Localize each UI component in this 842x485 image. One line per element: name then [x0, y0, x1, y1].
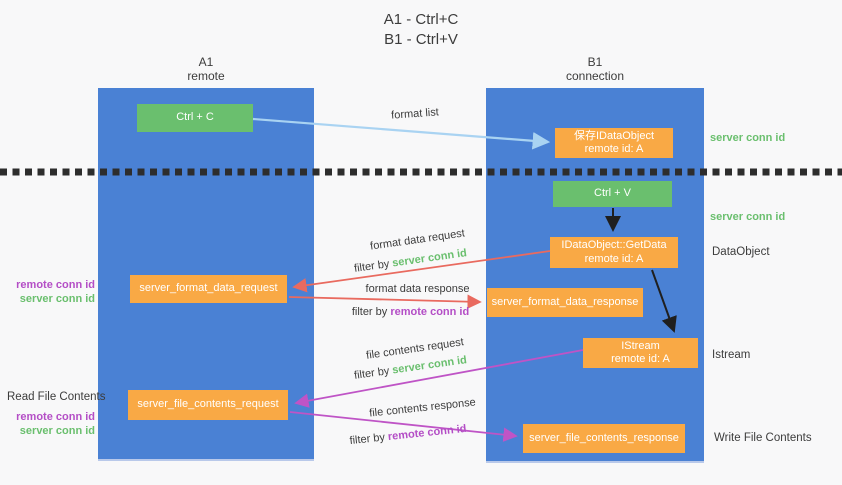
filter-by-text: filter by [351, 306, 388, 318]
format-data-response-arrow [288, 294, 482, 309]
filter-by-text: filter by [353, 258, 391, 275]
column-a1-role: remote [187, 69, 225, 83]
dataobject-label: DataObject [712, 246, 770, 258]
server-format-data-response-box: server_format_data_response [487, 288, 643, 317]
remote-conn-id-text: remote conn id [390, 306, 470, 318]
left-remote-conn-id-label-1: remote conn id [16, 279, 95, 291]
column-b1-role: connection [565, 69, 625, 83]
server-file-contents-response-label: server_file_contents_response [529, 431, 679, 444]
read-file-contents-label: Read File Contents [7, 391, 106, 403]
ctrl-c-box: Ctrl + C [137, 104, 253, 132]
format-data-response-label: format data response [365, 283, 470, 295]
server-format-data-response-label: server_format_data_response [491, 295, 639, 308]
remote-conn-id-text: remote conn id [387, 422, 467, 444]
server-conn-id-text: server conn id [391, 354, 468, 377]
istream-side-label: Istream [712, 349, 751, 361]
right-server-conn-id-label-2: server conn id [710, 211, 786, 223]
file-contents-response-filter-label: filter by remote conn id [333, 421, 483, 449]
server-format-data-request-label: server_format_data_request [139, 282, 278, 295]
filter-by-text: filter by [353, 365, 391, 382]
server-file-contents-request-box: server_file_contents_request [128, 390, 288, 420]
ctrl-v-label: Ctrl + V [594, 187, 631, 200]
format-list-label: format list [390, 106, 440, 122]
file-contents-response-label: file contents response [368, 396, 477, 420]
left-remote-conn-id-label-2: remote conn id [16, 411, 95, 423]
left-server-conn-id-label-2: server conn id [19, 425, 95, 437]
server-format-data-request-box: server_format_data_request [130, 275, 287, 303]
column-label-a1-remote: A1 remote [146, 55, 266, 83]
save-idataobject-box: 保存IDataObject remote id: A [555, 128, 673, 158]
title-line-2: B1 - Ctrl+V [384, 31, 458, 48]
getdata-line1: IDataObject::GetData [561, 239, 667, 251]
ctrl-v-box: Ctrl + V [553, 181, 672, 207]
format-data-response-filter-label: filter by remote conn id [338, 306, 483, 318]
server-conn-id-text: server conn id [391, 247, 468, 270]
idataobject-getdata-box: IDataObject::GetData remote id: A [550, 237, 678, 268]
istream-line1: IStream [621, 339, 660, 352]
column-label-b1-connection: B1 connection [535, 55, 655, 83]
server-file-contents-response-box: server_file_contents_response [523, 424, 685, 453]
getdata-line2: remote id: A [584, 252, 644, 265]
diagram-title: A1 - Ctrl+C B1 - Ctrl+V [0, 10, 842, 50]
server-file-contents-request-label: server_file_contents_request [137, 398, 279, 411]
title-line-1: A1 - Ctrl+C [383, 11, 459, 28]
write-file-contents-label: Write File Contents [714, 432, 812, 444]
save-idataobject-line2: remote id: A [584, 143, 644, 155]
right-server-conn-id-label-1: server conn id [710, 132, 786, 144]
column-b1-name: B1 [587, 55, 603, 69]
left-server-conn-id-label-1: server conn id [19, 293, 95, 305]
istream-box: IStream remote id: A [583, 338, 698, 368]
save-idataobject-line1: 保存IDataObject [573, 129, 655, 142]
ctrl-c-label: Ctrl + C [176, 111, 214, 124]
filter-by-text: filter by [349, 431, 386, 448]
column-a1-name: A1 [198, 55, 214, 69]
istream-line2: remote id: A [611, 353, 670, 365]
